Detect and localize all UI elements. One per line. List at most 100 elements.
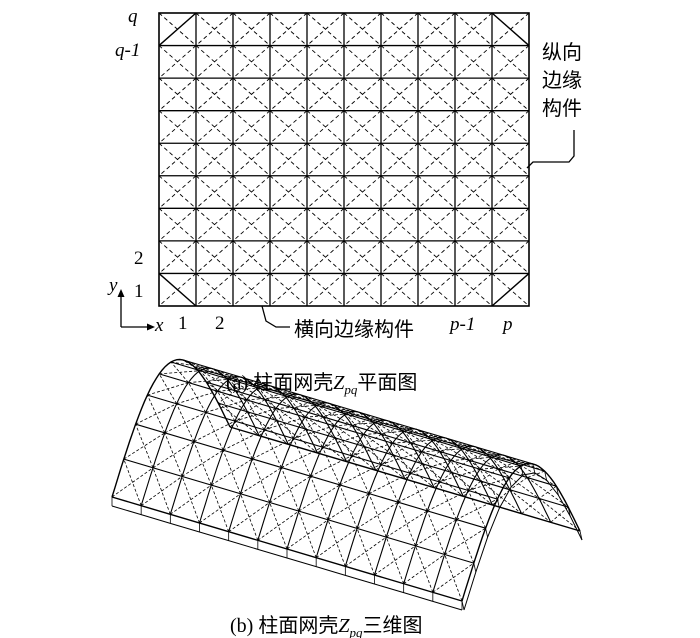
- shell-diagonal-member: [521, 498, 540, 514]
- shell-diagonal-member: [229, 411, 248, 428]
- diagonal-member: [232, 110, 271, 144]
- corner-member: [491, 272, 530, 307]
- shell-diagonal-member: [199, 370, 218, 392]
- shell-diagonal-member: [503, 454, 522, 467]
- shell-diagonal-member: [386, 510, 428, 538]
- diagonal-member: [491, 77, 530, 112]
- shell-diagonal-member: [176, 403, 195, 442]
- shell-diagonal-member: [444, 554, 463, 602]
- diagonal-member: [417, 110, 456, 144]
- plan-grid: [158, 12, 530, 307]
- diagonal-member: [417, 207, 456, 242]
- diagonal-member: [343, 273, 382, 307]
- diagonal-member: [269, 273, 308, 307]
- shell-diagonal-member: [275, 404, 317, 409]
- shell-diagonal-member: [392, 439, 434, 444]
- shell-diagonal-member: [152, 441, 195, 469]
- diagonal-member: [195, 110, 234, 144]
- diagonal-member: [158, 142, 197, 177]
- shell-diagonal-member: [444, 527, 486, 555]
- diagonal-member: [232, 142, 271, 177]
- shell-diagonal-member: [111, 467, 154, 498]
- shell-diagonal-member: [258, 387, 277, 409]
- longitudinal-edge-member-leader: [526, 130, 575, 169]
- shell-diagonal-member: [275, 408, 294, 439]
- diagonal-member: [380, 142, 419, 177]
- shell-diagonal-member: [247, 399, 265, 413]
- shell-diagonal-member: [433, 472, 452, 488]
- shell-diagonal-member: [467, 490, 486, 529]
- diagonal-member: [232, 273, 271, 307]
- shell-diagonal-member: [181, 476, 200, 524]
- diagonal-member: [232, 240, 271, 274]
- diagonal-member: [269, 207, 308, 242]
- shell-diagonal-member: [403, 431, 423, 453]
- diagonal-member: [454, 175, 493, 209]
- diagonal-member: [306, 240, 345, 274]
- shell-diagonal-member: [310, 476, 329, 520]
- shell-diagonal-member: [316, 405, 335, 427]
- shell-diagonal-member: [327, 519, 346, 567]
- diagonal-member: [306, 207, 345, 242]
- shell-diagonal-member: [287, 396, 306, 418]
- shell-diagonal-member: [438, 481, 457, 520]
- shell-diagonal-member: [286, 519, 329, 550]
- diagonal-member: [417, 142, 456, 177]
- shell-diagonal-member: [240, 467, 282, 495]
- shell-diagonal-member: [363, 430, 405, 435]
- diagonal-member: [195, 45, 234, 79]
- diagonal-member: [454, 273, 493, 307]
- diagonal-member: [195, 207, 234, 242]
- shell-diagonal-member: [147, 394, 166, 434]
- diagonal-member: [417, 77, 456, 112]
- shell-diagonal-member: [240, 493, 259, 541]
- diagonal-member: [158, 45, 197, 79]
- diagonal-member: [232, 45, 271, 79]
- shell-diagonal-member: [152, 467, 171, 515]
- shell-diagonal-member: [123, 458, 142, 506]
- diagonal-member: [158, 77, 197, 112]
- diagonal-member: [343, 77, 382, 112]
- shell-longitudinal-member: [170, 361, 522, 467]
- shell-strut: [508, 477, 512, 487]
- shell-diagonal-member: [515, 462, 557, 487]
- shell-diagonal-member: [140, 476, 183, 507]
- transverse-edge-member-label: 横向边缘构件: [294, 317, 414, 341]
- diagonal-member: [306, 273, 345, 307]
- diagonal-member: [491, 142, 530, 177]
- axes-icon: [117, 289, 155, 331]
- shell-diagonal-member: [158, 373, 177, 405]
- corner-member: [158, 12, 197, 47]
- diagonal-member: [306, 77, 345, 112]
- shell-diagonal-member: [123, 432, 166, 460]
- shell-diagonal-member: [426, 510, 445, 555]
- shell-diagonal-member: [404, 463, 423, 480]
- diagonal-member: [269, 45, 308, 79]
- shell-diagonal-member: [211, 458, 253, 486]
- shell-diagonal-member: [269, 502, 288, 550]
- shell-diagonal-member: [492, 489, 511, 506]
- diagonal-member: [491, 175, 530, 209]
- shell-diagonal-member: [392, 442, 411, 474]
- shell-diagonal-member: [257, 510, 300, 541]
- shell-diagonal-member: [421, 448, 463, 453]
- diagonal-member: [269, 110, 308, 144]
- longitudinal-edge-member-line-1: 纵向: [542, 40, 582, 64]
- shell-diagonal-member: [246, 396, 288, 401]
- shell-diagonal-member: [322, 446, 341, 486]
- diagonal-member: [454, 240, 493, 274]
- label-col-1: 1: [178, 313, 188, 334]
- diagonal-member: [269, 77, 308, 112]
- shell-diagonal-member: [164, 432, 183, 477]
- diagonal-member: [380, 12, 419, 46]
- label-row-2: 2: [134, 248, 144, 269]
- shell-diagonal-member: [246, 399, 265, 431]
- diagonal-member: [306, 12, 345, 46]
- shell-diagonal-member: [550, 506, 569, 523]
- diagonal-member: [195, 77, 234, 112]
- shell-diagonal-member: [240, 376, 259, 389]
- diagonal-member: [195, 273, 234, 307]
- diagonal-member: [232, 12, 271, 46]
- longitudinal-edge-member-line-3: 构件: [542, 96, 582, 120]
